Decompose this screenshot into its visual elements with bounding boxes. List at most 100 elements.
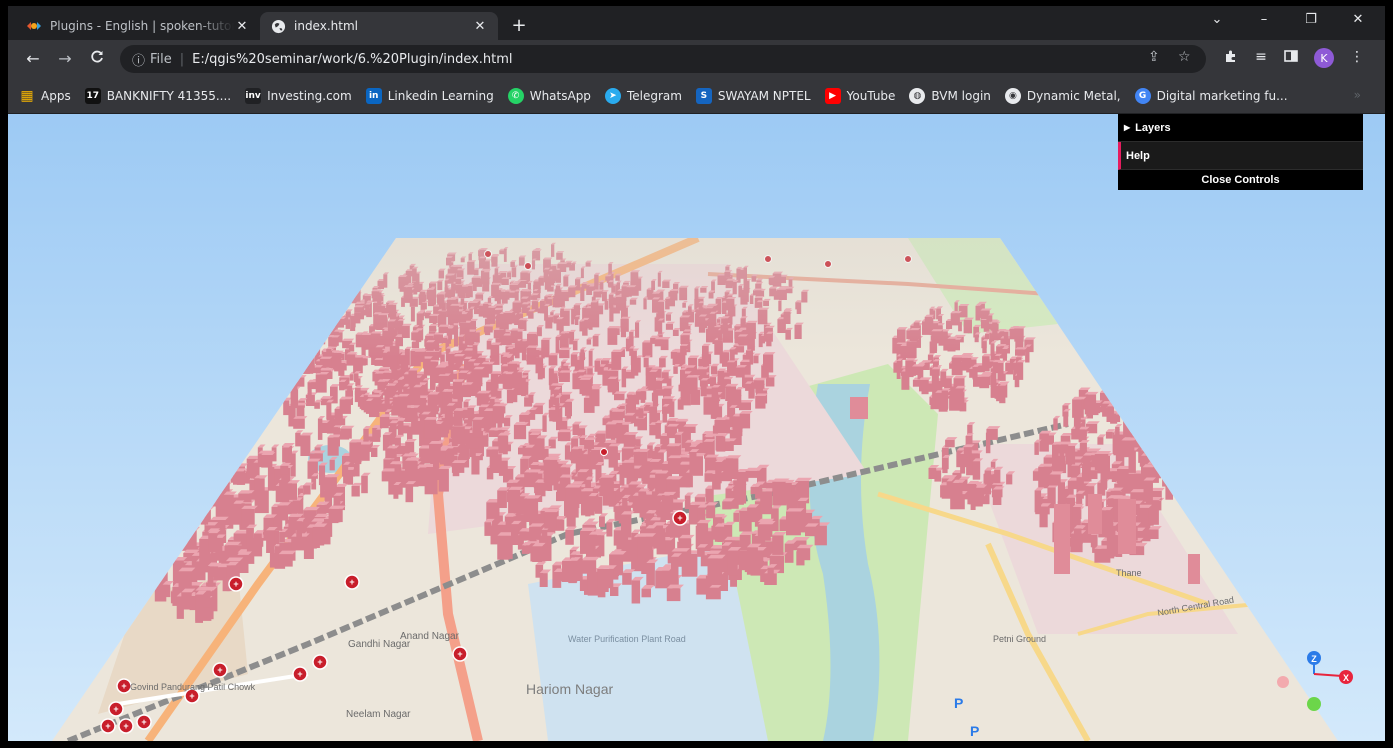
- building-roof: [722, 498, 735, 502]
- building: [386, 385, 395, 397]
- building-roof: [655, 470, 670, 474]
- building: [254, 330, 260, 340]
- building-roof: [623, 432, 639, 435]
- building-roof: [489, 396, 498, 399]
- hospital-cross-icon: +: [105, 721, 110, 731]
- new-tab-button[interactable]: +: [511, 15, 527, 36]
- building: [905, 360, 914, 378]
- building: [486, 502, 500, 521]
- building-roof: [266, 526, 278, 531]
- building: [710, 366, 718, 375]
- building-roof: [535, 561, 547, 565]
- building: [239, 301, 244, 316]
- bookmark-label: Digital marketing fu...: [1156, 88, 1288, 103]
- bookmark-youtube[interactable]: ▶YouTube: [818, 87, 903, 104]
- building: [686, 377, 698, 394]
- building: [748, 382, 755, 399]
- google-icon: G: [1134, 87, 1151, 104]
- building-roof: [333, 492, 344, 496]
- neg-x-axis-handle[interactable]: [1277, 676, 1289, 688]
- y-axis-handle[interactable]: [1307, 697, 1321, 711]
- bookmark-google[interactable]: G Digital marketing fu...: [1128, 87, 1295, 104]
- building: [419, 448, 431, 464]
- building: [621, 448, 634, 462]
- map-3d-scene[interactable]: +++++++++++++ Anand Nagar Gandhi Nagar W…: [8, 114, 1385, 741]
- building: [972, 366, 978, 380]
- building: [1142, 467, 1154, 477]
- layers-folder[interactable]: ▶ Layers: [1118, 114, 1363, 142]
- building: [519, 531, 533, 541]
- tab-close-icon[interactable]: ✕: [474, 18, 486, 34]
- building: [287, 295, 297, 304]
- building-roof: [300, 360, 313, 364]
- building: [973, 365, 985, 373]
- close-controls-button[interactable]: Close Controls: [1118, 170, 1363, 190]
- building-roof: [1062, 402, 1072, 406]
- building: [232, 334, 238, 347]
- building-roof: [282, 283, 294, 286]
- building-roof: [428, 391, 440, 395]
- tab-close-icon[interactable]: ✕: [236, 18, 248, 34]
- minimize-icon[interactable]: –: [1260, 12, 1268, 27]
- building-roof: [175, 480, 189, 485]
- building-roof: [655, 420, 664, 423]
- building: [297, 290, 306, 305]
- profile-avatar[interactable]: K: [1314, 48, 1334, 68]
- tab-spoken-tutorial[interactable]: Plugins - English | spoken-tutorial ✕: [16, 12, 260, 40]
- building: [697, 523, 709, 540]
- building: [805, 526, 816, 537]
- building: [666, 378, 672, 389]
- building-roof: [314, 399, 323, 403]
- bookmark-bvm[interactable]: ◍BVM login: [902, 87, 997, 104]
- building: [293, 330, 300, 346]
- poi-marker[interactable]: [600, 448, 608, 456]
- building: [653, 389, 664, 396]
- tradingview-icon: 17: [84, 87, 101, 104]
- menu-kebab-icon[interactable]: ⋮: [1350, 49, 1364, 65]
- url-text[interactable]: E:/qgis%20seminar/work/6.%20Plugin/index…: [192, 51, 513, 67]
- building-roof: [614, 391, 627, 394]
- tab-index-html[interactable]: index.html ✕: [260, 12, 498, 40]
- building: [326, 402, 332, 420]
- bookmarks-overflow-icon[interactable]: »: [1353, 88, 1361, 102]
- restore-icon[interactable]: ❐: [1305, 12, 1317, 27]
- close-window-icon[interactable]: ✕: [1352, 12, 1364, 27]
- bookmark-globe[interactable]: ◉Dynamic Metal,: [998, 87, 1128, 104]
- building: [229, 345, 238, 359]
- map-viewport[interactable]: +++++++++++++ Anand Nagar Gandhi Nagar W…: [8, 114, 1385, 741]
- help-button[interactable]: Help: [1118, 142, 1363, 170]
- building-roof: [492, 403, 507, 407]
- back-icon[interactable]: ←: [26, 49, 40, 68]
- building-roof: [631, 576, 644, 581]
- building-roof: [634, 436, 644, 440]
- info-icon[interactable]: ⓘ: [132, 53, 146, 69]
- bookmark-telegram[interactable]: ➤Telegram: [598, 87, 689, 104]
- building-roof: [232, 303, 241, 306]
- address-bar[interactable]: ⓘ File | E:/qgis%20seminar/work/6.%20Plu…: [120, 45, 1206, 73]
- forward-icon[interactable]: →: [58, 49, 72, 68]
- hospital-cross-icon: +: [297, 669, 302, 679]
- building: [967, 484, 976, 505]
- reload-icon[interactable]: [86, 49, 108, 68]
- building: [223, 494, 234, 517]
- extensions-icon[interactable]: [1220, 49, 1242, 67]
- building: [1053, 418, 1058, 431]
- building: [325, 312, 334, 323]
- building: [473, 440, 483, 461]
- bookmark-apps-grid[interactable]: ▦Apps: [12, 88, 78, 104]
- bookmark-whatsapp[interactable]: ✆WhatsApp: [501, 87, 598, 104]
- building: [386, 448, 397, 459]
- building: [592, 488, 599, 510]
- bookmark-star-icon[interactable]: ☆: [1178, 49, 1191, 65]
- side-panel-icon[interactable]: [1280, 49, 1302, 67]
- building: [354, 387, 361, 395]
- building: [167, 489, 178, 503]
- building-roof: [561, 359, 569, 362]
- reading-list-icon[interactable]: ≡: [1255, 49, 1267, 65]
- tab-search-icon[interactable]: ⌄: [1211, 12, 1223, 27]
- share-icon[interactable]: ⇪: [1148, 49, 1160, 65]
